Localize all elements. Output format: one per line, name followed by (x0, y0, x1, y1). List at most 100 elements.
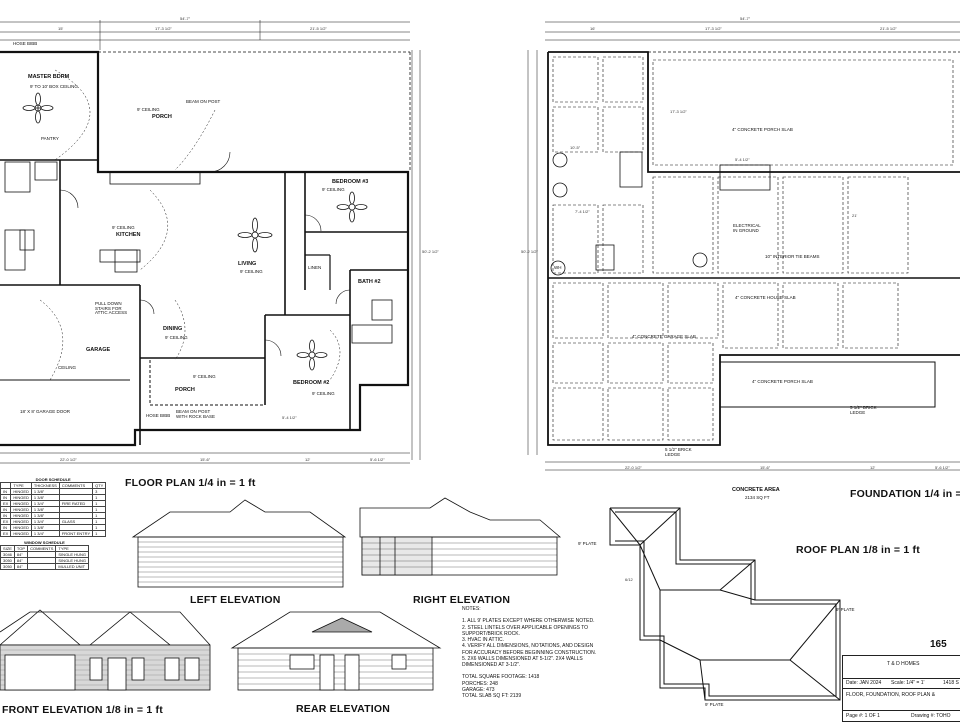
note-item: 3. HVAC IN ATTIC. (462, 637, 505, 643)
cell: HINGED (10, 512, 32, 519)
fp-dim-overall: 54'-7" (180, 16, 191, 21)
fp-dim-bottom-c: 12' (305, 457, 311, 462)
cell: 84" (13, 563, 29, 570)
drawing-content: FLOOR, FOUNDATION, ROOF PLAN & (846, 692, 936, 698)
room-bedroom3-ceiling: 9' CEILING (322, 187, 345, 192)
brick-ledge-bottom: 5 1/2" BRICK LEDGE (665, 447, 692, 457)
fd-dim-d1: 10'-5" (570, 145, 581, 150)
rear-elevation-drawing (230, 611, 442, 691)
roof-pitch-label: 6/12 (625, 577, 633, 582)
cell: HINGED (10, 488, 32, 495)
fp-dim-bottom-a: 22'-0 1/2" (60, 457, 77, 462)
notes-heading: NOTES: (462, 606, 481, 612)
note-item: 2. STEEL LINTELS OVER APPLICABLE OPENING… (462, 624, 589, 637)
cell: SINGLE HUNG (55, 551, 89, 558)
room-garage: GARAGE (86, 347, 111, 353)
room-kitchen: KITCHEN (116, 232, 141, 238)
room-living-ceiling: 9' CEILING (240, 269, 263, 274)
cell (27, 563, 57, 570)
front-elevation-drawing (0, 609, 211, 691)
foundation-title: FOUNDATION 1/4 in = 1 ft (850, 488, 960, 500)
slab-garage: 4" CONCRETE GARAGE SLAB (632, 334, 696, 339)
note-item: 4. VERIFY ALL DIMENSIONS, NOTATIONS, AND… (462, 643, 597, 656)
window-schedule-title: WINDOW SCHEDULE (24, 540, 65, 545)
brick-ledge-right: 5 1/2" BRICK LEDGE (850, 405, 877, 415)
right-elevation-drawing (359, 497, 562, 576)
porches-sqft: PORCHES: 248 (462, 680, 498, 687)
cell: HINGED (10, 494, 32, 501)
fd-dim-overall: 54'-7" (740, 16, 751, 21)
room-dining-ceiling: 9' CEILING (165, 335, 188, 340)
beam-on-post-label: BEAM ON POST (186, 99, 221, 104)
cell: HINGED (10, 530, 32, 537)
sheet-number: 165 (930, 639, 947, 650)
company-name: T & D HOMES (887, 661, 920, 667)
slab-porch-top: 4" CONCRETE PORCH SLAB (732, 127, 793, 132)
drawing-sqft: 1418 S (943, 680, 959, 686)
room-porch-bottom-ceiling: 9' CEILING (193, 374, 216, 379)
door-schedule-header: TYPE THICKNESS COMMENTS QTY (0, 482, 107, 489)
fd-dim-bottom-b: 15'-6" (760, 465, 771, 470)
total-sqft: TOTAL SQUARE FOOTAGE: 1418 (462, 674, 540, 681)
drawing-scale: Scale: 1/4" = 1' (891, 680, 925, 686)
roof-plate-right: 9' PLATE (836, 607, 855, 612)
garage-door-label: 18' X 8' GARAGE DOOR (20, 409, 70, 414)
concrete-sqft: 2134 SQ FT (745, 495, 770, 500)
page-number: Page #: 1 OF 1 (846, 713, 880, 719)
room-bath2: BATH #2 (358, 279, 381, 285)
room-master-ceiling: 9' TO 10' BOX CEILING (30, 84, 78, 89)
cell: 1 (92, 530, 107, 537)
fp-dim-bottom-d: 5'-6 1/2" (370, 457, 385, 462)
beam-rock-label: BEAM ON POST WITH ROCK BASE (176, 409, 216, 419)
room-kitchen-ceiling: 9' CEILING (112, 225, 135, 230)
fd-dim-left-seg: 16' (590, 26, 596, 31)
front-elevation-title: FRONT ELEVATION 1/8 in = 1 ft (2, 704, 163, 716)
note-item: 5. 2X6 WALLS DIMENSIONED AT 5-1/2". 2X4 … (462, 655, 583, 668)
cell: MULLED UNIT (55, 563, 89, 570)
floor-plan-drawing (0, 20, 421, 464)
room-bedroom2: BEDROOM #2 (293, 380, 330, 386)
slab-porch-bottom: 4" CONCRETE PORCH SLAB (752, 379, 813, 384)
drawing-date: Date: JAN 2024 (846, 680, 882, 686)
fp-dim-top-right: 21'-5 1/2" (310, 26, 327, 31)
floor-plan-title: FLOOR PLAN 1/4 in = 1 ft (125, 477, 256, 489)
cell: HINGED (10, 500, 32, 507)
room-dining: DINING (163, 326, 183, 332)
fp-dim-left-seg: 15' (58, 26, 64, 31)
drawing-number: Drawing #: TOHO (911, 713, 951, 719)
cell: HINGED (10, 518, 32, 525)
window-header-cell: COMMENTS (27, 545, 57, 552)
left-elevation-title: LEFT ELEVATION (190, 594, 281, 606)
door-header-cell: THICKNESS (30, 482, 60, 489)
fp-dim-bottom-b: 15'-6" (200, 457, 211, 462)
door-schedule: DOOR SCHEDULE TYPE THICKNESS COMMENTS QT… (0, 477, 107, 537)
room-master: MASTER BDRM (28, 74, 70, 80)
hose-bibb-top: HOSE BIBB (13, 41, 38, 46)
tie-beams-label: 10" INTERIOR TIE BEAMS (765, 254, 820, 259)
roof-plate-left: 9' PLATE (578, 541, 597, 546)
room-porch-top-ceiling: 9' CEILING (137, 107, 160, 112)
cell: FRONT ENTRY (58, 530, 94, 537)
garage-sqft: GARAGE: 473 (462, 686, 495, 693)
concrete-area-label: CONCRETE AREA (732, 487, 780, 493)
fd-dim-bottom-a: 22'-0 1/2" (625, 465, 642, 470)
right-elevation-title: RIGHT ELEVATION (413, 594, 511, 606)
cell: HINGED (10, 506, 32, 513)
attic-access-label: PULL DOWN STAIRS FOR ATTIC ACCESS (95, 301, 128, 315)
door-schedule-title: DOOR SCHEDULE (35, 477, 71, 482)
fd-dim-top-right: 21'-5 1/2" (880, 26, 897, 31)
cell: SINGLE HUNG (55, 557, 89, 564)
cell: 3050 (0, 563, 15, 570)
roof-plate-bottom: 9' PLATE (705, 702, 724, 707)
fd-dim-d2: 5'-4 1/2" (735, 157, 750, 162)
room-porch-top: PORCH (152, 114, 172, 120)
fd-dim-side: 50'-2 1/2" (521, 249, 538, 254)
fd-dim-d5: 17'-3 1/2" (670, 109, 687, 114)
fp-dim-top-mid: 17'-3 1/2" (155, 26, 172, 31)
room-garage-ceiling: CEILING (58, 365, 77, 370)
